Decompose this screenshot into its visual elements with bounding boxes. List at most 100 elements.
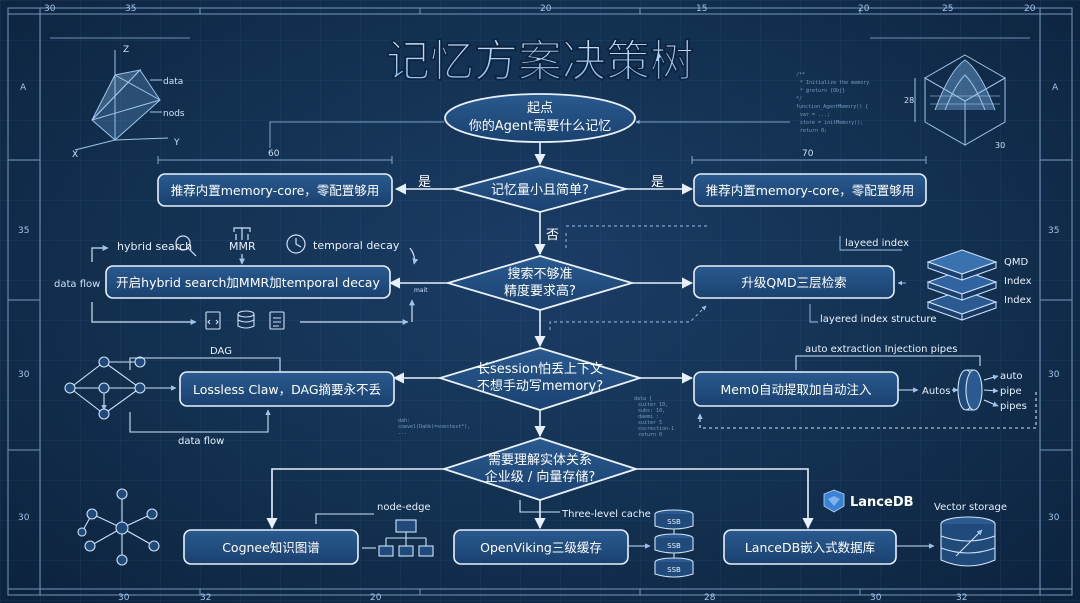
search-icon (175, 235, 191, 251)
auto-extraction-label: auto extraction Injection pipes (805, 344, 957, 355)
diagram-title: 记忆方案决策树 (386, 36, 694, 87)
frame-tick-bottom: 32 (200, 593, 211, 603)
ssb-label: SSB (667, 566, 681, 574)
z-axis-label: Z (123, 45, 129, 55)
layered-index-label: layeed index (845, 238, 909, 249)
result-hybrid-search-text: 开启hybrid search加MMR加temporal decay (116, 275, 380, 290)
result-lossless-claw: Lossless Claw，DAG摘要永不丢 (179, 371, 395, 407)
frame-tick-bottom: 28 (704, 593, 716, 603)
branch-connectors (266, 183, 814, 530)
svg-text:function_AgentMemory() {: function_AgentMemory() { (796, 104, 868, 110)
result-mem0: Mem0自动提取加自动注入 (693, 371, 899, 407)
result-cognee-text: Cognee知识图谱 (222, 540, 320, 555)
ssb-labels: SSB SSB SSB (667, 518, 681, 574)
decision-3-line1: 长session怕丢上下文 (477, 362, 603, 377)
lancedb-logo: LanceDB (823, 489, 914, 513)
mmr-tree-icon (233, 227, 251, 240)
autos-label: Autos (922, 386, 950, 397)
lancedb-logo-text: LanceDB (850, 495, 914, 510)
frame-tick-right: 35 (1048, 226, 1059, 236)
frame-tick-top: 20 (540, 4, 552, 14)
result-openviking: OpenViking三级缓存 (453, 529, 629, 565)
decorative-code-snippets: dah:cowvel(Dahk(=snestest*),... data {su… (398, 396, 674, 438)
layered-index-stack-icon (926, 249, 998, 321)
three-level-cache-icon (519, 500, 694, 578)
pipe-label: pipe (1000, 386, 1022, 397)
cube-dimension-labels: 28 30 (904, 96, 1005, 150)
drawing-frame (7, 7, 1073, 596)
qmd-annotation-lines (549, 225, 906, 330)
dimension-labels: 60 70 (268, 149, 814, 159)
3d-cube-mesh-right-icon (914, 54, 1007, 146)
frame-tick-right: 30 (1048, 370, 1060, 380)
start-question: 你的Agent需要什么记忆 (469, 118, 611, 134)
layered-structure-label: layered index structure (820, 314, 936, 325)
edge-labels: 是 是 否 (418, 175, 664, 243)
index-layer-label: Index (1004, 295, 1032, 306)
decision-4: 需要理解实体关系 企业级 / 向量存储? (441, 437, 639, 501)
frame-tick-left: 30 (18, 513, 30, 523)
result-mem0-text: Mem0自动提取加自动注入 (720, 382, 872, 397)
frame-tick-top: 35 (125, 4, 136, 14)
pipes-label: pipes (1000, 401, 1027, 412)
x-axis-label: X (72, 150, 78, 160)
knowledge-graph-icon (77, 488, 160, 566)
vector-storage-icon (896, 516, 996, 567)
svg-text:* Initialize the memory: * Initialize the memory (800, 80, 869, 86)
start-label: 起点 (527, 101, 553, 116)
three-level-cache-label: Three-level cache (561, 509, 651, 520)
frame-tick-left: A (20, 83, 27, 93)
edge-no: 否 (546, 228, 559, 243)
svg-text:return 0: return 0 (638, 432, 662, 438)
decision-3: 长session怕丢上下文 不想手动写memory? (436, 347, 644, 411)
dag-graph-icon (64, 356, 281, 433)
node-edge-icon (315, 513, 434, 557)
qmd-labels: layeed index QMD Index Index layered ind… (820, 238, 1032, 325)
result-openviking-text: OpenViking三级缓存 (480, 540, 602, 555)
frame-tick-right: A (1052, 83, 1059, 93)
3d-wireframe-left-icon (74, 50, 169, 151)
svg-text:store = initMemory();: store = initMemory(); (800, 120, 863, 126)
svg-text:suiter 10,: suiter 10, (638, 402, 668, 408)
dimension-right: 70 (802, 149, 814, 159)
svg-text:*/: */ (796, 96, 802, 102)
clock-icon (286, 234, 306, 254)
frame-tick-bottom: 32 (956, 593, 967, 603)
decorative-code-snippet: /*** Initialize the memory * @return {Ob… (796, 72, 869, 134)
code-file-icon (205, 311, 221, 330)
frame-tick-bottom: 30 (118, 593, 130, 603)
frame-tick-top: 20 (858, 4, 870, 14)
svg-text:var = ...;: var = ...; (800, 112, 830, 118)
result-hybrid-search: 开启hybrid search加MMR加temporal decay (105, 265, 391, 299)
mait-label: mait (414, 287, 428, 294)
decision-1: 记忆量小且简单? (450, 165, 630, 213)
edge-yes-left: 是 (418, 175, 431, 190)
hybrid-annotation-icons (91, 227, 419, 325)
auto-label: auto (1000, 371, 1023, 382)
result-memory-core-left: 推荐内置memory-core，零配置够用 (157, 173, 393, 207)
cube-side-label: 28 (904, 96, 914, 105)
result-memory-core-right-text: 推荐内置memory-core，零配置够用 (706, 183, 915, 198)
decision-1-text: 记忆量小且简单? (491, 182, 589, 198)
frame-tick-right: 30 (1048, 513, 1060, 523)
decision-4-line1: 需要理解实体关系 (488, 453, 592, 468)
svg-text:* @return {Obj}: * @return {Obj} (800, 88, 845, 94)
svg-text:dah:: dah: (398, 418, 410, 424)
hybrid-annotation-labels: hybrid search MMR temporal decay (117, 239, 400, 253)
data-flow-left-label: data flow (54, 279, 100, 290)
svg-text:cowvel(Dahk(=snestest*),: cowvel(Dahk(=snestest*), (398, 424, 470, 430)
dimension-left: 60 (268, 149, 280, 159)
decision-2: 搜索不够准 精度要求高? (444, 255, 636, 311)
decision-3-line2: 不想手动写memory? (477, 378, 603, 394)
mem0-labels: auto extraction Injection pipes Autos au… (805, 344, 1027, 412)
file-icons (205, 310, 285, 330)
dag-label: DAG (210, 346, 232, 357)
frame-tick-left: 30 (18, 370, 30, 380)
result-qmd-text: 升级QMD三层检索 (741, 275, 846, 290)
frame-tick-top: 20 (1024, 4, 1036, 14)
document-icon (269, 311, 285, 330)
database-icon (237, 310, 255, 318)
dimension-lines (157, 120, 927, 164)
temporal-decay-label: temporal decay (313, 239, 400, 252)
